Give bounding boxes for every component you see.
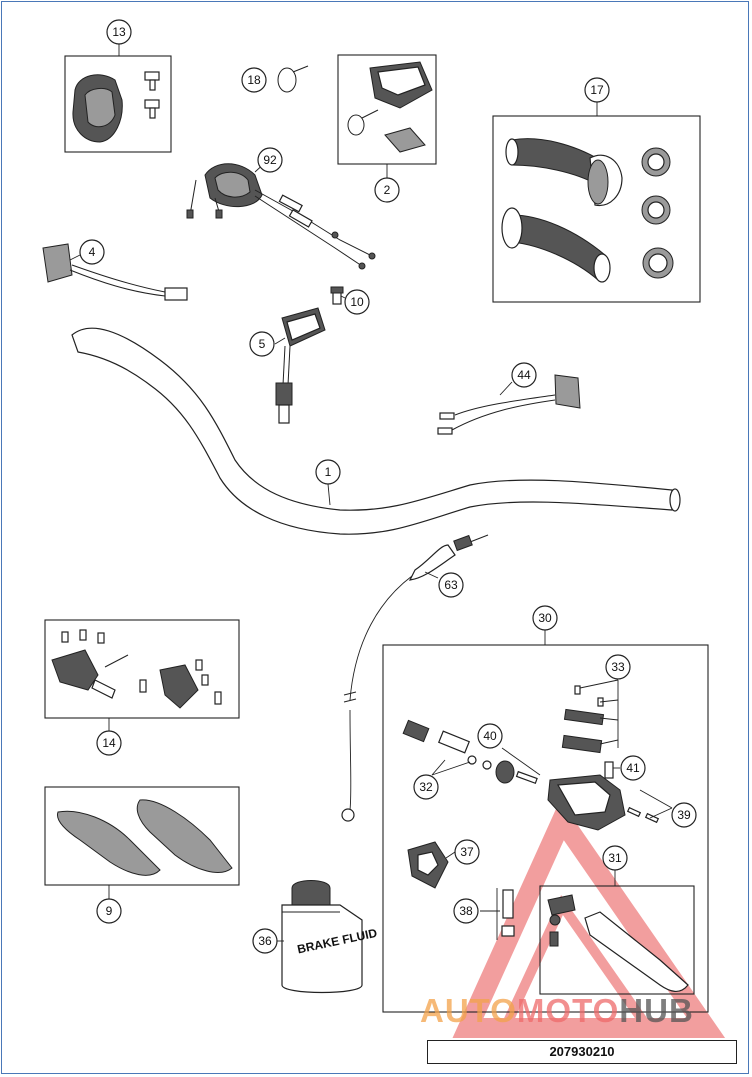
part-39 [626, 806, 660, 824]
callout-36: 36 [252, 928, 278, 954]
svg-text:32: 32 [419, 780, 433, 794]
svg-text:33: 33 [611, 660, 625, 674]
callout-14: 14 [96, 730, 122, 756]
callout-39: 39 [671, 802, 697, 828]
callout-40: 40 [477, 723, 503, 749]
callout-44: 44 [511, 362, 537, 388]
part-92 [186, 163, 376, 270]
svg-text:36: 36 [258, 934, 272, 948]
part-40 [482, 760, 538, 785]
callout-2: 2 [374, 177, 400, 203]
callout-32: 32 [413, 774, 439, 800]
box-13 [64, 55, 172, 153]
handlebar [71, 327, 681, 535]
callout-63: 63 [438, 572, 464, 598]
callout-9: 9 [96, 898, 122, 924]
svg-text:38: 38 [459, 904, 473, 918]
callout-1: 1 [315, 459, 341, 485]
watermark-part3: HUB [619, 992, 694, 1029]
callout-33: 33 [605, 654, 631, 680]
callout-31: 31 [602, 845, 628, 871]
svg-text:44: 44 [517, 368, 531, 382]
callout-5: 5 [249, 331, 275, 357]
svg-text:30: 30 [538, 611, 552, 625]
part-31 [547, 894, 689, 992]
svg-text:10: 10 [350, 295, 364, 309]
watermark-triangle [452, 799, 726, 1038]
callout-13: 13 [106, 19, 132, 45]
callout-4: 4 [79, 239, 105, 265]
box-14 [44, 619, 240, 719]
watermark-text: AUTOMOTOHUB [420, 992, 694, 1030]
svg-text:4: 4 [89, 245, 96, 259]
part-master-cylinder [547, 774, 626, 831]
part-18 [277, 65, 309, 93]
part-5 [275, 307, 326, 424]
part-63 [341, 534, 489, 822]
part-32 [402, 719, 477, 765]
callout-41: 41 [620, 755, 646, 781]
part-9 [56, 799, 233, 876]
watermark-part2: MOTO [516, 992, 620, 1029]
part-2 [347, 61, 433, 153]
part-44 [437, 374, 581, 435]
svg-text:17: 17 [590, 83, 604, 97]
callout-38: 38 [453, 898, 479, 924]
callout-30: 30 [532, 605, 558, 631]
part-37 [407, 841, 449, 889]
svg-text:9: 9 [106, 904, 113, 918]
svg-text:18: 18 [247, 73, 261, 87]
leader-lines [69, 44, 673, 942]
svg-text:41: 41 [626, 761, 640, 775]
part-4 [42, 243, 188, 301]
part-33 [561, 685, 605, 754]
part-38 [501, 889, 515, 937]
svg-text:63: 63 [444, 578, 458, 592]
svg-text:37: 37 [460, 845, 474, 859]
part-17 [501, 138, 674, 283]
box-31 [539, 885, 695, 995]
svg-text:5: 5 [259, 337, 266, 351]
callout-18: 18 [241, 67, 267, 93]
box-9 [44, 786, 240, 886]
part-36: BRAKE FLUID [281, 880, 379, 994]
svg-text:31: 31 [608, 851, 622, 865]
box-17 [492, 115, 701, 303]
svg-text:13: 13 [112, 25, 126, 39]
callout-37: 37 [454, 839, 480, 865]
document-number: 207930210 [427, 1040, 737, 1064]
callout-92: 92 [257, 147, 283, 173]
callout-10: 10 [344, 289, 370, 315]
svg-text:40: 40 [483, 729, 497, 743]
part-41 [604, 761, 614, 779]
svg-text:1: 1 [325, 465, 332, 479]
part-14 [51, 629, 222, 709]
svg-text:39: 39 [677, 808, 691, 822]
box-30 [382, 644, 709, 1013]
svg-text:14: 14 [102, 736, 116, 750]
watermark-part1: AUTO [420, 992, 517, 1029]
svg-text:2: 2 [384, 183, 391, 197]
part-13 [72, 71, 160, 143]
part-10 [330, 286, 344, 305]
callout-17: 17 [584, 77, 610, 103]
svg-text:92: 92 [263, 153, 277, 167]
